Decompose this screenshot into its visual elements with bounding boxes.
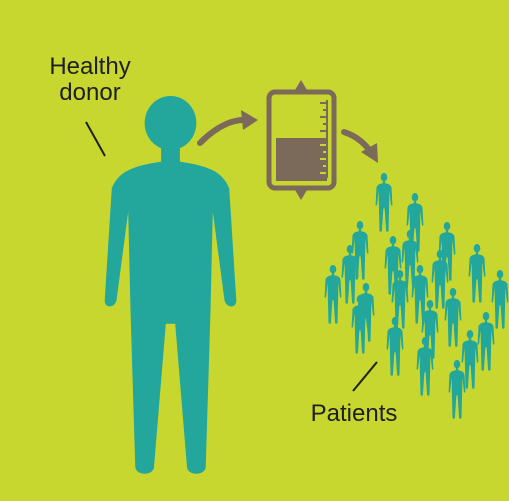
patient-icon (417, 337, 434, 396)
patient-icon (325, 265, 342, 324)
patient-icon (387, 317, 404, 376)
donor-pointer-line (86, 122, 105, 156)
patients-crowd (325, 173, 509, 419)
donor-label: Healthy donor (20, 54, 160, 106)
patient-icon (478, 312, 495, 371)
patients-label: Patients (294, 401, 414, 427)
patient-icon (469, 244, 486, 303)
patient-icon (492, 270, 509, 329)
arrow-donor-to-bag-icon (200, 110, 258, 143)
patient-icon (445, 288, 462, 347)
patient-icon (376, 173, 393, 232)
donor-label-line2: donor (20, 80, 160, 106)
arrow-bag-to-patients-icon (344, 132, 378, 163)
patient-icon (449, 360, 466, 419)
patients-pointer-line (353, 362, 377, 391)
donor-silhouette (105, 96, 237, 474)
blood-bag-icon (269, 80, 334, 200)
donor-label-line1: Healthy (20, 54, 160, 80)
